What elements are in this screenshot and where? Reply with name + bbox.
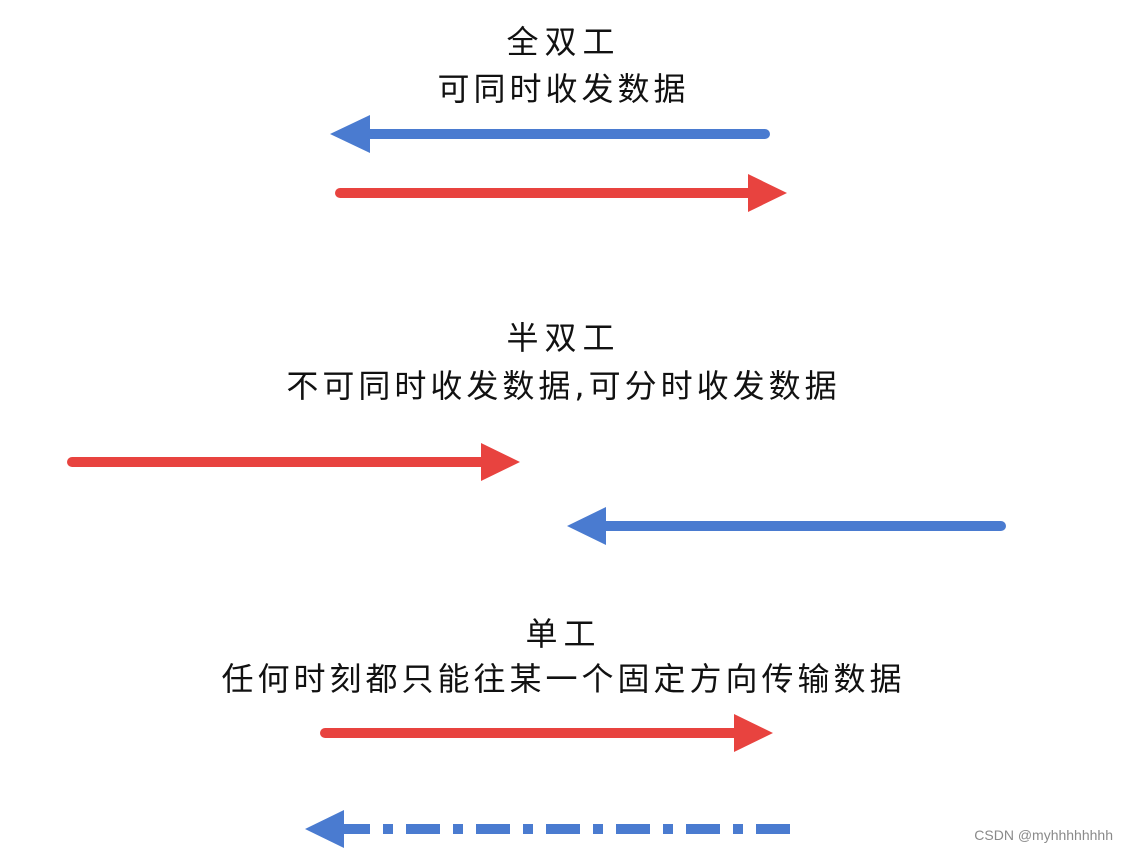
watermark: CSDN @myhhhhhhhh	[974, 827, 1113, 843]
half-duplex-title: 半双工	[506, 319, 621, 357]
full-duplex-left-arrow	[330, 115, 770, 153]
full-duplex-title: 全双工	[506, 23, 621, 61]
half-duplex-right-arrow	[67, 443, 520, 481]
simplex-title: 单工	[525, 615, 602, 653]
half-duplex-left-arrow	[567, 507, 1006, 545]
simplex-dashed-left-arrow	[305, 810, 790, 848]
half-duplex-description: 不可同时收发数据,可分时收发数据	[286, 367, 841, 405]
simplex-right-arrow	[320, 714, 773, 752]
simplex-description: 任何时刻都只能往某一个固定方向传输数据	[221, 660, 906, 698]
full-duplex-right-arrow	[335, 174, 787, 212]
full-duplex-description: 可同时收发数据	[437, 70, 690, 108]
